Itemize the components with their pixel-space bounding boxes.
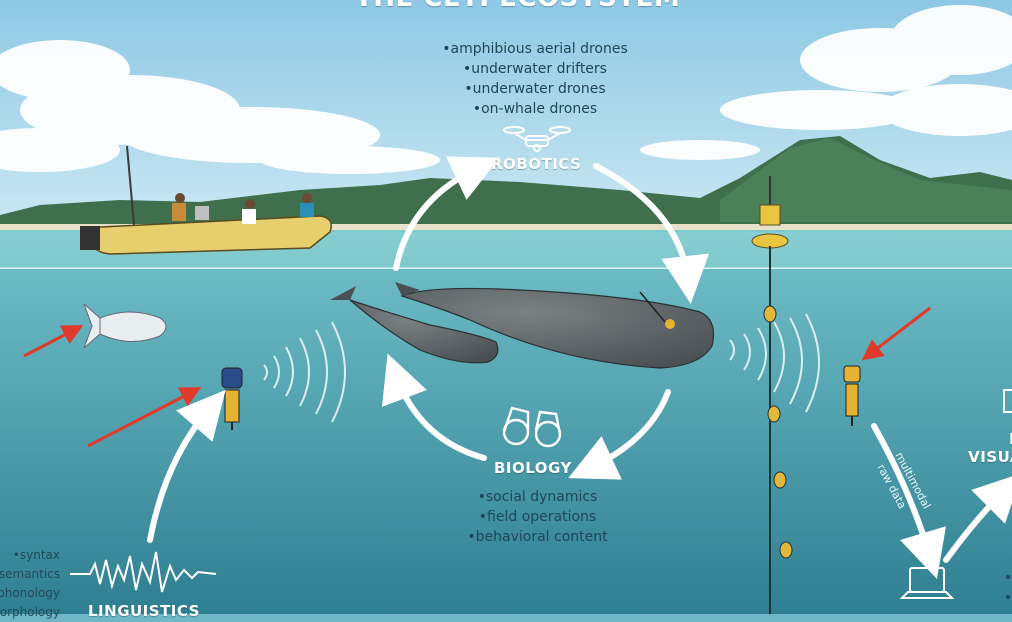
clouds <box>0 5 1012 174</box>
arrow-laptop-to-visual <box>943 473 1012 563</box>
arrow-biology-to-linguistics <box>381 353 487 461</box>
biology-item: social dynamics <box>430 487 645 507</box>
right-list-item <box>998 568 1012 588</box>
linguistics-title: LINGUISTICS <box>88 602 200 620</box>
arrow-linguistics-to-robotics <box>393 156 500 271</box>
robotics-title: ROBOTICS <box>491 155 582 173</box>
biology-item: field operations <box>430 507 645 527</box>
biology-list: social dynamics field operations behavio… <box>430 487 645 547</box>
shoreline <box>0 224 1012 230</box>
island-hills-back <box>720 138 1012 222</box>
red-arrow-fish <box>23 325 84 358</box>
cycle-arrows <box>147 156 1012 579</box>
drifter-right <box>843 365 861 426</box>
boat <box>80 145 332 255</box>
drone-icon <box>503 126 571 152</box>
red-arrow-drifter-right <box>861 306 931 361</box>
red-arrow-drifter-left <box>87 387 202 448</box>
arrow-linguistics-up <box>147 389 226 543</box>
laptop-icon <box>899 567 955 599</box>
arrow-biology-in <box>568 389 671 480</box>
sonar-waves-right <box>729 313 820 413</box>
sonar-waves-left <box>263 321 346 423</box>
robotics-item: underwater drifters <box>420 59 650 79</box>
right-list-partial <box>998 568 1012 608</box>
waveform-icon <box>70 551 217 593</box>
linguistics-item: syntax <box>0 546 60 565</box>
binoculars-icon <box>502 406 562 448</box>
drifter-left <box>221 367 243 430</box>
visualization-title: D VISUA <box>968 430 1012 466</box>
robotic-fish <box>83 303 167 349</box>
sperm-whale-calf <box>330 286 499 364</box>
linguistics-item: semantics <box>0 565 60 584</box>
linguistics-item: morphology <box>0 603 60 622</box>
linguistics-list: syntax semantics phonology morphology <box>0 546 60 622</box>
sea <box>0 230 1012 614</box>
robotics-item: on-whale drones <box>420 99 650 119</box>
monitor-icon <box>1003 389 1012 413</box>
robotics-item: underwater drones <box>420 79 650 99</box>
sperm-whale-adult <box>395 282 715 369</box>
arrow-drifter-to-laptop <box>871 423 947 579</box>
biology-item: behavioral content <box>430 527 645 547</box>
right-list-item <box>998 588 1012 608</box>
robotics-item: amphibious aerial drones <box>420 39 650 59</box>
linguistics-item: phonology <box>0 584 60 603</box>
arrow-robotics-to-biology <box>593 163 710 304</box>
biology-title: BIOLOGY <box>494 459 572 477</box>
robotics-list: amphibious aerial drones underwater drif… <box>420 39 650 119</box>
mooring-sensors <box>763 305 793 559</box>
red-annotations <box>23 306 931 448</box>
partial-title: THE CETI ECOSYSTEM <box>355 0 680 13</box>
